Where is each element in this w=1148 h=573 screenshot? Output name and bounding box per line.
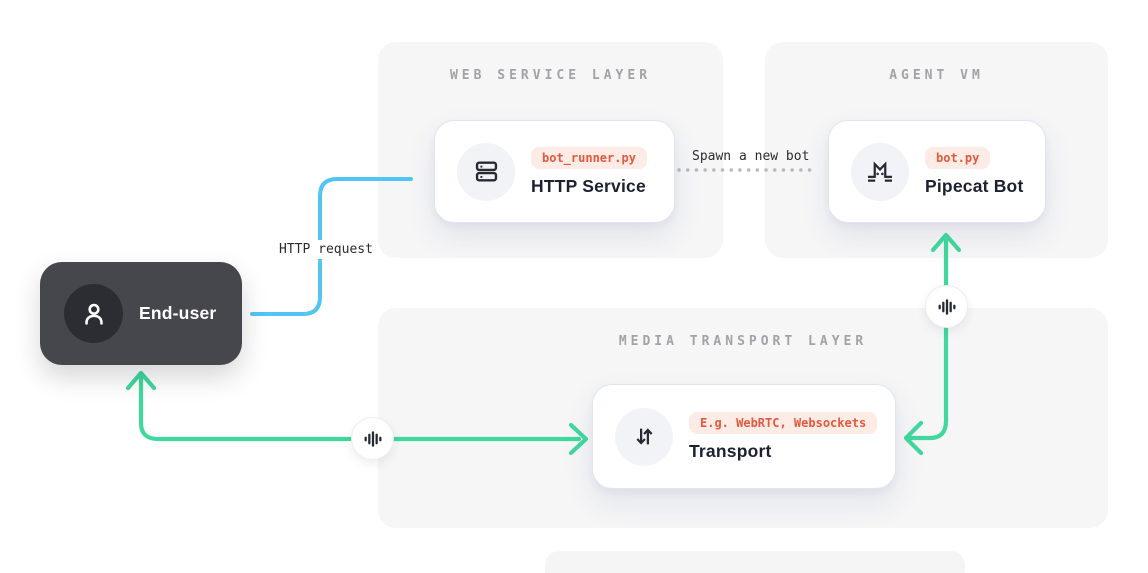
http-service-file-badge: bot_runner.py [531,146,647,169]
node-http-service: bot_runner.py HTTP Service [434,120,675,223]
panel-media-transport-layer-title: MEDIA TRANSPORT LAYER [618,334,868,349]
server-icon [457,142,515,201]
transport-arrows-icon [615,407,673,466]
spawn-bot-label: Spawn a new bot [692,149,810,164]
panel-agent-vm-title: AGENT VM [889,68,984,83]
http-service-title: HTTP Service [531,175,646,196]
http-request-label: HTTP request [274,240,378,259]
node-pipecat-bot: bot.py Pipecat Bot [828,120,1046,223]
panel-web-service-layer-title: WEB SERVICE LAYER [449,68,652,83]
node-end-user: End-user [40,262,242,365]
waveform-icon [351,417,394,460]
pipecat-bot-title: Pipecat Bot [925,175,1024,196]
pipecat-cat-icon [851,142,909,201]
transport-title: Transport [689,440,772,461]
pipecat-bot-file-badge: bot.py [925,146,991,169]
user-icon [64,284,123,343]
end-user-title: End-user [139,303,217,323]
transport-examples-badge: E.g. WebRTC, Websockets [689,411,878,434]
node-transport: E.g. WebRTC, Websockets Transport [592,384,896,489]
waveform-icon [925,285,968,328]
partial-panel-below [545,551,965,573]
